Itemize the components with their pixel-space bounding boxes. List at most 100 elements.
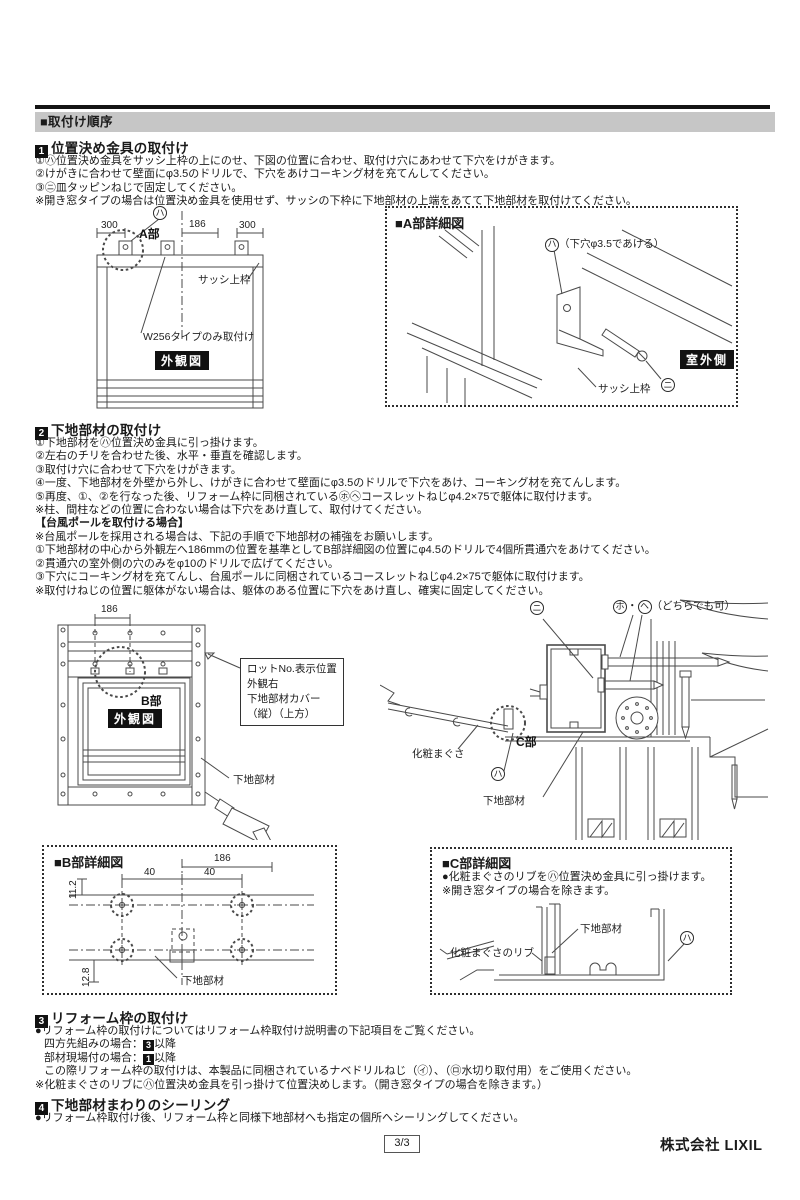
paragraph-line: ②けがきに合わせて壁面にφ3.5のドリルで、下穴をあけコーキング材を充てんしてく… bbox=[35, 168, 495, 181]
c-part-label: C部 bbox=[516, 735, 537, 749]
decorative-lintel-label: 化粧まぐさ bbox=[412, 748, 465, 760]
typhoon-pole-heading: 【台風ポールを取付ける場合】 bbox=[35, 517, 189, 529]
section4-number-badge: 4 bbox=[35, 1102, 48, 1115]
paragraph-line: ①㋩位置決め金具をサッシ上枠の上にのせ、下図の位置に合わせ、取付け穴にあわせて下… bbox=[35, 155, 561, 167]
paragraph-line: ③㋥皿タッピンねじで固定してください。 bbox=[35, 181, 243, 194]
figure-cross-section: ニ ホ・ヘ（どちらでも可） C部 化粧まぐさ ハ 下地部材 bbox=[379, 597, 770, 840]
a-detail-drawing bbox=[406, 223, 733, 408]
paragraph-line: ④一度、下地部材を外壁から外し、けがきに合わせて壁面にφ3.5のドリルで下穴をあ… bbox=[35, 477, 627, 490]
callout-line: 外観右 bbox=[247, 678, 279, 690]
paragraph-line: ⑤再度、①、②を行なった後、リフォーム枠に同梱されている㋭㋬コースレットねじφ4… bbox=[35, 490, 599, 503]
dimension-40: 40 bbox=[144, 867, 156, 878]
exterior-view-caption: 外観図 bbox=[155, 351, 210, 370]
positioning-bracket-icon bbox=[160, 240, 175, 256]
figure-exterior-view-middle: 186 B部 外観図 ロットNo.表示位置 外観右 下地部材カバー （縦）（上方… bbox=[55, 602, 375, 848]
paragraph-line: ※台風ポールを採用される場合は、下記の手順で下地部材の補強をお願いします。 bbox=[35, 531, 440, 543]
section2-text: ①下地部材を㋩位置決め金具に引っ掛けます。 ②左右のチリを合わせた後、水平・垂直… bbox=[35, 437, 775, 517]
through-hole-icon bbox=[230, 938, 254, 962]
circled-ha-marker: ハ bbox=[545, 237, 559, 252]
case2-label: 部材現場付の場合： bbox=[44, 1051, 143, 1064]
dimension-300-right: 300 bbox=[239, 220, 256, 231]
base-member-label: 下地部材 bbox=[483, 795, 525, 807]
section1-number-badge: 1 bbox=[35, 145, 48, 158]
section4-title: 下地部材まわりのシーリング bbox=[51, 1098, 231, 1113]
paragraph-line: ③取付け穴に合わせて下穴をけがきます。 bbox=[35, 463, 242, 476]
section1-text: ①㋩位置決め金具をサッシ上枠の上にのせ、下図の位置に合わせ、取付け穴にあわせて下… bbox=[35, 155, 775, 209]
either-ok-note: （どちらでも可） bbox=[651, 600, 736, 612]
sash-profile bbox=[575, 747, 627, 840]
base-member-label: 下地部材 bbox=[182, 975, 224, 987]
sash-upper-frame-label: サッシ上枠 bbox=[598, 383, 651, 395]
through-hole-icon bbox=[110, 893, 134, 917]
paragraph-line: ②左右のチリを合わせた後、水平・垂直を確認します。 bbox=[35, 450, 308, 463]
dimension-300-left: 300 bbox=[101, 220, 118, 231]
section-bar: ■取付け順序 bbox=[35, 112, 775, 132]
paragraph-line: ※開き窓タイプの場合は位置決め金具を使用せず、サッシの下枠に下地部材の上端をあて… bbox=[35, 195, 637, 208]
dimension-186: 186 bbox=[101, 604, 118, 615]
typhoon-pole-text: ※台風ポールを採用される場合は、下記の手順で下地部材の補強をお願いします。 ①下… bbox=[35, 531, 775, 598]
drill-icon bbox=[204, 791, 273, 848]
circled-ha-marker: ハ bbox=[680, 931, 694, 945]
section4-text: ●リフォーム枠取付け後、リフォーム枠と同様下地部材へも指定の個所へシーリングして… bbox=[35, 1112, 525, 1124]
figure-a-detail: ■A部詳細図 ハ（下穴φ3.5であける） 室外側 サッシ上枠 ニ bbox=[385, 206, 738, 408]
paragraph-line: ※柱、間柱などの位置に合わない場合は下穴をあけ直して、取付けてください。 bbox=[35, 504, 429, 517]
figure-b-detail: ■B部詳細図 186 40 40 11.2 12.8 下地部材 bbox=[42, 845, 337, 995]
circled-ni-marker: ニ bbox=[530, 601, 544, 615]
positioning-bracket-icon bbox=[118, 240, 133, 256]
positioning-bracket-icon bbox=[234, 240, 249, 256]
through-hole-icon bbox=[110, 938, 134, 962]
lintel-rib-label: 化粧まぐさのリブ bbox=[450, 947, 534, 959]
cross-section-drawing bbox=[379, 599, 769, 840]
circled-he-marker: ヘ bbox=[637, 599, 652, 614]
case1-suffix: 以降 bbox=[154, 1038, 176, 1051]
paragraph-line: ③下穴にコーキング材を充てんし、台風ポールに同梱されているコースレットねじφ4.… bbox=[35, 571, 590, 584]
company-name: 株式会社 LIXIL bbox=[660, 1138, 763, 1154]
separator-dot: ・ bbox=[627, 600, 638, 612]
a-detail-title: ■A部詳細図 bbox=[395, 216, 465, 231]
circled-ni-marker: ニ bbox=[661, 378, 675, 392]
base-member-label: 下地部材 bbox=[580, 923, 622, 935]
exterior-view-drawing bbox=[96, 211, 264, 409]
section3-text: ●リフォーム枠の取付けについてはリフォーム枠取付け説明書の下記項目をご覧ください… bbox=[35, 1025, 775, 1092]
circled-ho-marker: ホ bbox=[613, 599, 627, 614]
section2-title: 下地部材の取付け bbox=[51, 423, 162, 438]
inverse-number-badge: 3 bbox=[143, 1040, 154, 1052]
outdoor-side-caption: 室外側 bbox=[680, 350, 735, 369]
case2-suffix: 以降 bbox=[154, 1051, 176, 1064]
section3-number-badge: 3 bbox=[35, 1015, 48, 1028]
b-detail-drawing bbox=[69, 859, 314, 985]
case1-label: 四方先組みの場合： bbox=[44, 1038, 143, 1051]
inverse-number-badge: 1 bbox=[143, 1053, 154, 1065]
c-detail-drawing bbox=[439, 903, 685, 981]
c-detail-title: ■C部詳細図 bbox=[442, 856, 512, 871]
screw-holes bbox=[60, 627, 201, 797]
c-detail-note-2: ※開き窓タイプの場合を除きます。 bbox=[442, 885, 616, 897]
sash-upper-frame-label: サッシ上枠 bbox=[198, 274, 251, 286]
section1-title: 位置決め金具の取付け bbox=[51, 141, 189, 156]
base-member-label: 下地部材 bbox=[233, 774, 275, 786]
a-part-label: A部 bbox=[139, 227, 160, 241]
lot-number-callout: ロットNo.表示位置 外観右 下地部材カバー （縦）（上方） bbox=[240, 658, 344, 726]
c-detail-note-1: ●化粧まぐさのリブを㋩位置決め金具に引っ掛けます。 bbox=[442, 871, 712, 883]
page-number: 3/3 bbox=[384, 1135, 420, 1153]
sash-profile bbox=[647, 747, 699, 840]
exterior-view-caption: 外観図 bbox=[108, 709, 163, 728]
callout-line: 下地部材カバー bbox=[247, 693, 321, 705]
dimension-186: 186 bbox=[189, 219, 206, 230]
figure-exterior-view-top: ハ 300 186 300 A部 サッシ上枠 W256タイプのみ取付け 外観図 bbox=[55, 205, 385, 415]
paragraph-line: ●リフォーム枠の取付けについてはリフォーム枠取付け説明書の下記項目をご覧ください… bbox=[35, 1025, 481, 1037]
paragraph-line: この際リフォーム枠の取付けは、本製品に同梱されているナベドリルねじ（㋑）、（㋺水… bbox=[44, 1065, 638, 1078]
through-hole-icon bbox=[230, 893, 254, 917]
circled-ha-marker: ハ bbox=[491, 767, 505, 781]
dimension-186: 186 bbox=[214, 853, 231, 864]
callout-line: （縦）（上方） bbox=[247, 708, 316, 720]
dimension-40: 40 bbox=[204, 867, 216, 878]
paragraph-line: ②貫通穴の室外側の穴のみをφ10のドリルで広げてください。 bbox=[35, 557, 339, 570]
